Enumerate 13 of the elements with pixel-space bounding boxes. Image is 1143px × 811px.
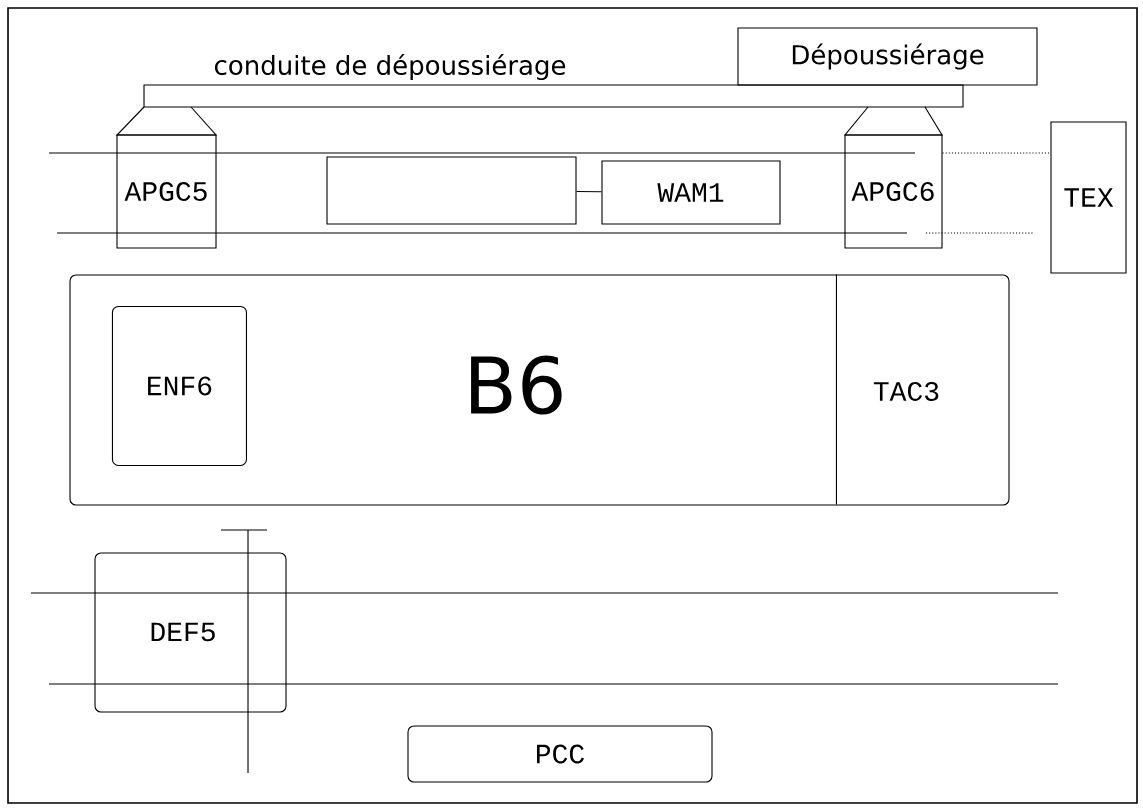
equipment-box: PCC [407, 725, 713, 783]
equipment-box [326, 156, 577, 225]
equipment-box: APGC5 [116, 134, 217, 249]
equipment-box: ENF6 [111, 305, 247, 466]
section-box: TAC3 [835, 273, 939, 505]
label-box: Dépoussiérage [737, 27, 1038, 86]
equipment-box: APGC6 [844, 134, 943, 249]
connector-line [942, 152, 1051, 154]
equipment-box: DEF5 [94, 552, 287, 713]
node-label: conduite de dépoussiérage [214, 53, 566, 81]
equipment-box: TEX [1050, 121, 1127, 274]
connector-line [576, 191, 602, 193]
equipment-box: WAM1 [601, 160, 781, 225]
